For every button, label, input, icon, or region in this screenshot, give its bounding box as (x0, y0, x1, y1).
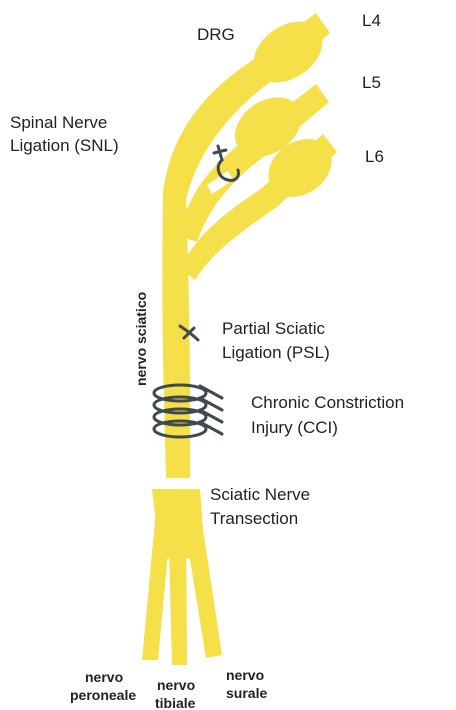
label-sural-line2: surale (226, 685, 267, 701)
label-l6: L6 (365, 147, 384, 166)
label-snl-line1: Spinal Nerve (10, 113, 107, 132)
label-sciatic-vertical: nervo sciatico (133, 292, 149, 386)
branch-peroneal (142, 510, 172, 660)
label-drg: DRG (197, 25, 235, 44)
label-cci-line2: Injury (CCI) (251, 418, 338, 437)
label-sural-line1: nervo (226, 667, 264, 683)
label-tibial-line1: nervo (157, 677, 195, 693)
label-snt-line1: Sciatic Nerve (210, 485, 310, 504)
branch-sural (182, 510, 222, 658)
label-snt-line2: Transection (210, 509, 298, 528)
label-tibial-line2: tibiale (155, 695, 196, 710)
label-cci-line1: Chronic Constriction (251, 393, 404, 412)
label-l4: L4 (362, 11, 381, 30)
branch-tibial (168, 510, 187, 665)
label-l5: L5 (362, 73, 381, 92)
label-psl-line2: Ligation (PSL) (222, 343, 330, 362)
label-peroneal-line1: nervo (85, 669, 123, 685)
label-peroneal-line2: peroneale (70, 687, 136, 703)
label-psl-line1: Partial Sciatic (222, 319, 325, 338)
label-snl-line2: Ligation (SNL) (10, 136, 119, 155)
